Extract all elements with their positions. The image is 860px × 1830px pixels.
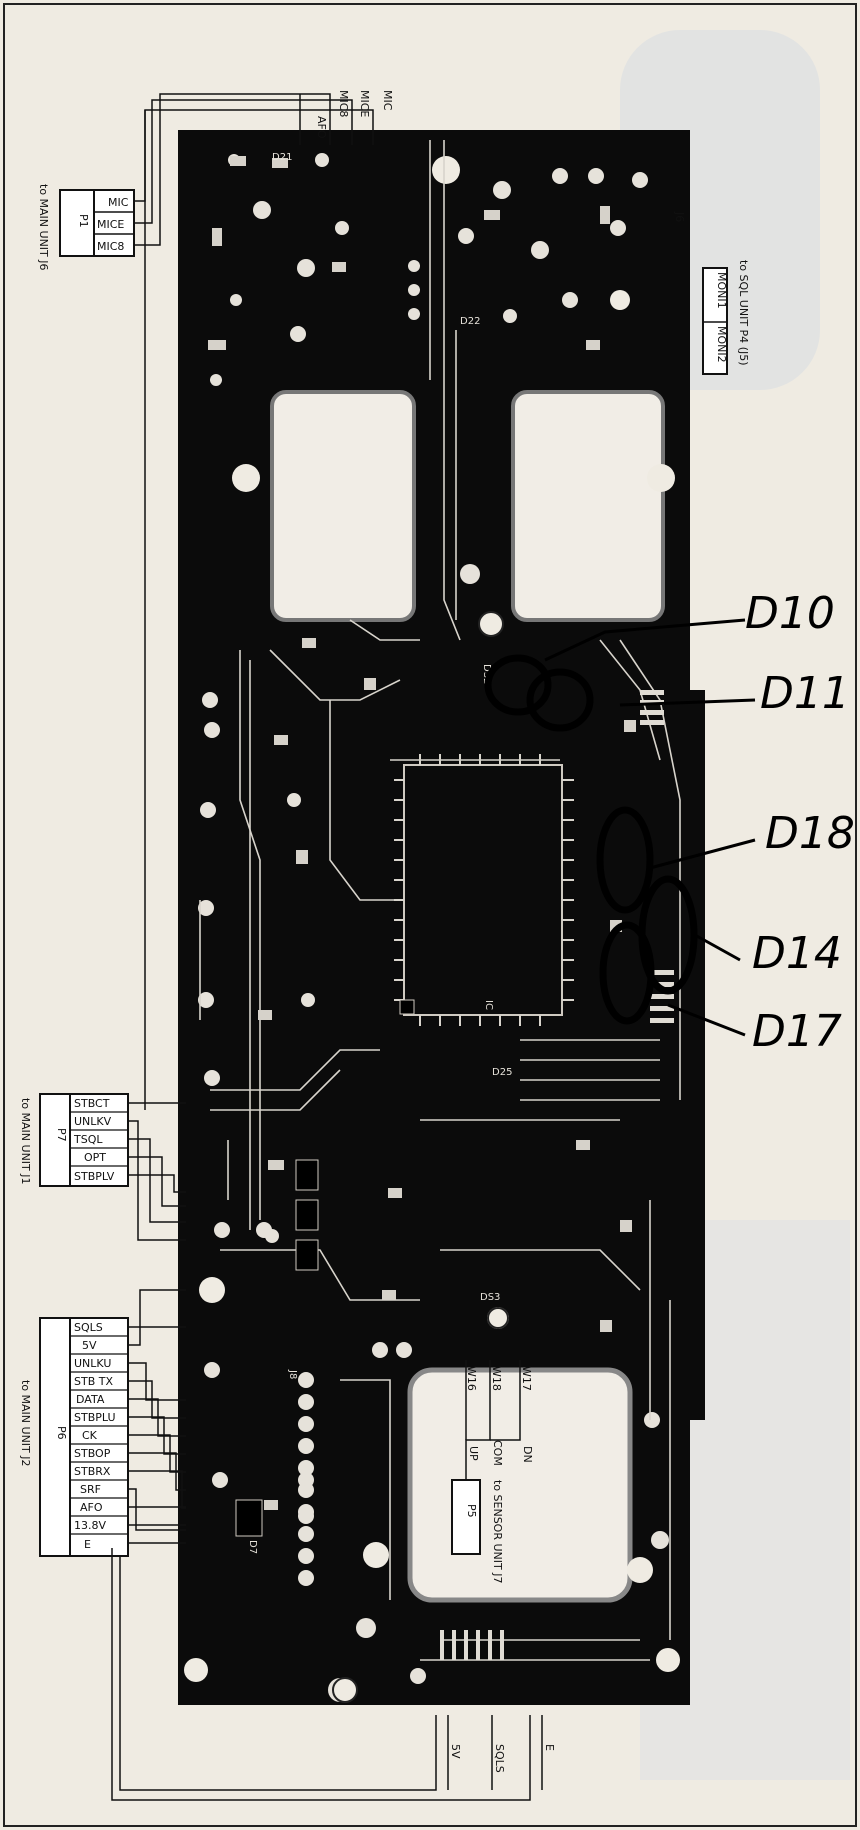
display-window-right	[511, 390, 665, 622]
j8-connector-pins	[298, 1372, 314, 1586]
p5-wire-w18: W18	[490, 1366, 503, 1391]
p7-pin-stbplv: STBPLV	[74, 1170, 115, 1183]
p5-pin-dn: DN	[521, 1446, 534, 1463]
bottom-label-sqls: SQLS	[493, 1744, 506, 1773]
p7-pin-unlkv: UNLKV	[74, 1115, 112, 1128]
mounting-holes	[184, 156, 680, 1682]
label-mic-top: MIC	[381, 90, 394, 111]
p5-destination: to SENSOR UNIT J7	[491, 1480, 504, 1583]
label-mic8-top: MIC8	[337, 90, 350, 117]
p1-pin-mice: MICE	[97, 218, 124, 231]
p6-pin-13v8: 13.8V	[74, 1519, 106, 1532]
p7-destination: to MAIN UNIT J1	[19, 1098, 32, 1185]
p6-pin-ck: CK	[82, 1429, 98, 1442]
d21-label: D21	[272, 152, 292, 163]
bottom-label-5v: 5V	[449, 1744, 462, 1759]
p1-name: P1	[77, 214, 90, 228]
callout-d11: D11	[760, 668, 850, 719]
connector-p5: P5 to SENSOR UNIT J7 W16 W18 W17 UP COM …	[451, 1360, 534, 1583]
p6-pin-srf: SRF	[80, 1483, 101, 1496]
p6-pin-5v: 5V	[82, 1339, 97, 1352]
callout-d17: D17	[752, 1006, 842, 1057]
led-ds3	[487, 1307, 509, 1329]
led-ds2	[478, 611, 504, 637]
led-bottom	[332, 1677, 358, 1703]
p6-pin-data: DATA	[76, 1393, 105, 1406]
j6-pin-moni2: MONI2	[715, 326, 728, 363]
ic-label: IC	[483, 1000, 494, 1010]
connector-p1: P1 to MAIN UNIT J6 MIC MICE MIC8	[37, 184, 135, 271]
bottom-wires	[447, 1715, 543, 1790]
p5-wire-w17: W17	[520, 1366, 533, 1391]
p7-pin-stbct: STBCT	[74, 1097, 110, 1110]
p5-pin-com: COM	[491, 1440, 504, 1466]
p6-pin-stbtx: STB TX	[74, 1375, 113, 1388]
mic-labels: AFO MIC8 MICE MIC	[315, 90, 394, 139]
p1-pin-mic: MIC	[108, 196, 129, 209]
callouts: D10 D11 D18 D14 D17	[745, 588, 855, 1057]
j6-name: J6	[673, 211, 686, 222]
p7-wires	[128, 1102, 186, 1241]
d25-label: D25	[492, 1067, 512, 1078]
d7-label: D7	[247, 1540, 258, 1554]
connector-j6: MONI1 MONI2 J6 to SQL UNIT P4 (J5)	[673, 211, 750, 375]
right-edge-pads	[440, 690, 674, 1660]
power-components	[235, 999, 415, 1537]
bottom-labels: 5V SQLS E	[449, 1744, 556, 1773]
p7-pin-opt: OPT	[84, 1151, 106, 1164]
p1-destination: to MAIN UNIT J6	[37, 184, 50, 271]
highlight-circles	[484, 654, 698, 1025]
p6-destination: to MAIN UNIT J2	[19, 1380, 32, 1467]
p7-name: P7	[55, 1128, 68, 1142]
display-window-left	[270, 390, 416, 622]
p5-name: P5	[465, 1504, 478, 1518]
bottom-label-e: E	[543, 1744, 556, 1751]
ds2-label: DS2	[481, 664, 492, 684]
pcb-board: IC DS2 DS3 D21 D22 D25 D7 J8	[178, 130, 705, 1705]
callout-leaders	[544, 618, 756, 1037]
p5-wire-w16: W16	[465, 1366, 478, 1391]
board-labels: IC DS2 DS3 D21 D22 D25 D7 J8	[247, 152, 512, 1554]
p6-pin-afo: AFO	[80, 1501, 103, 1514]
callout-d14: D14	[752, 928, 842, 979]
p6-pin-e: E	[84, 1538, 91, 1551]
ds3-label: DS3	[480, 1292, 500, 1303]
connector-p7: P7 to MAIN UNIT J1 STBCT UNLKV TSQL OPT …	[19, 1093, 129, 1187]
connector-p6: P6 to MAIN UNIT J2 SQLS 5V UNLKU STB TX …	[19, 1317, 129, 1557]
label-afo-top: AFO	[315, 116, 328, 139]
p6-pin-stbop: STBOP	[74, 1447, 111, 1460]
p6-pin-stbrx: STBRX	[74, 1465, 111, 1478]
p6-name: P6	[55, 1426, 68, 1440]
p7-pin-tsql: TSQL	[73, 1133, 103, 1146]
traces	[199, 140, 681, 1661]
d22-label: D22	[460, 316, 480, 327]
p6-wires	[111, 110, 531, 1801]
p6-pin-sqls: SQLS	[74, 1321, 103, 1334]
p5-pin-up: UP	[467, 1446, 480, 1461]
callout-d18: D18	[765, 808, 855, 859]
j6-pin-moni1: MONI1	[715, 272, 728, 309]
j6-destination: to SQL UNIT P4 (J5)	[737, 260, 750, 366]
p6-pin-stbplu: STBPLU	[74, 1411, 116, 1424]
ic-chip	[394, 754, 574, 1026]
p6-pin-unlku: UNLKU	[74, 1357, 111, 1370]
p1-pin-mic8: MIC8	[97, 240, 124, 253]
smd-components	[208, 156, 636, 1510]
label-mice-top: MICE	[358, 90, 371, 117]
callout-d10: D10	[745, 588, 835, 639]
j8-label: J8	[287, 1369, 298, 1379]
